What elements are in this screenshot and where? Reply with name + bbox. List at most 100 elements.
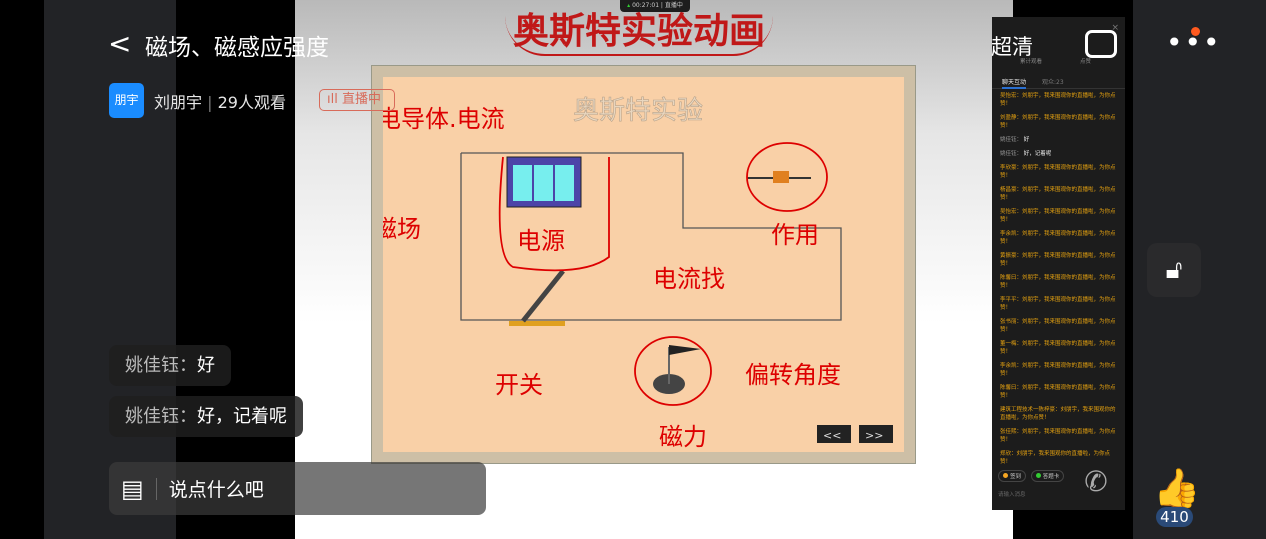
back-button[interactable]: < [108,27,132,60]
picture-in-picture-icon[interactable] [1085,30,1117,58]
timer-status: 直播中 [664,2,683,9]
chat-message: 杨昌豪：刘朋宇，我来围观你的直播啦，为你点赞！ [992,183,1125,205]
chat-message: 郑欣：刘朋宇，我来围观你的直播啦，为你点赞！ [992,447,1125,469]
host-avatar[interactable]: 朋宇 [109,83,144,118]
signin-chip[interactable]: 签到 [998,470,1027,482]
note-magnetic-field: 磁场 [383,215,421,243]
slide-title: 奥斯特实验 [573,96,703,126]
host-name: 刘朋宇 [154,93,203,112]
chat-author: 李余凯 [1000,231,1017,237]
chat-message: 刘盈静：刘朋宇，我来围观你的直播啦，为你点赞！ [992,111,1125,133]
like-count: 410 [1156,507,1193,527]
note-current-find: 电流找 [653,265,725,293]
chat-text: ：刘朋宇，我来围观你的直播啦，为你点赞！ [1000,93,1116,107]
chat-author: 姚佳钰 [1000,151,1017,157]
note-power: 电源 [517,227,565,255]
chat-text: ：刘朋宇，我来围观你的直播啦，为你点赞！ [1000,363,1116,377]
chat-message: 吴怡宏：刘朋宇，我来围观你的直播啦，为你点赞！ [992,89,1125,111]
chat-text: ：刘朋宇，我来围观你的直播啦，为你点赞！ [1000,209,1116,223]
message-list[interactable]: 吴怡宏：刘朋宇，我来围观你的直播啦，为你点赞！刘盈静：刘朋宇，我来围观你的直播啦… [992,89,1125,469]
chat-text: 好，记着呢 [1023,151,1052,157]
chat-author: 李欣豪 [1000,165,1017,171]
note-deflection: 偏转角度 [745,361,841,389]
chat-author: 郑欣 [1000,451,1012,457]
switch [509,269,565,326]
notification-dot [1191,27,1200,36]
chat-author: 刘盈静 [1000,115,1017,121]
chat-author: 李余凯 [1000,363,1017,369]
chat-message: 黄振豪：刘朋宇，我来围观你的直播啦，为你点赞！ [992,249,1125,271]
chat-message: 姚佳钰： 好，记着呢 [1000,151,1052,157]
chat-message: 建筑工程技术一陈梓豪：刘朋宇，我来围观你的直播啦，为你点赞！ [992,403,1125,425]
chat-message: 李余凯：刘朋宇，我来围观你的直播啦，为你点赞！ [992,359,1125,381]
call-icon[interactable]: ✆ [1084,465,1108,498]
slide: 奥斯特实验 << >> 通电导体.电流 磁场 电源 作用 电流找 开关 偏转角度… [371,65,916,464]
chat-author: 张佳熙 [1000,429,1017,435]
chat-author: 董一梅 [1000,341,1017,347]
chat-author: 陈馨曰 [1000,385,1017,391]
chat-author: 吴怡宏 [1000,93,1017,99]
like-button[interactable]: 👍 [1153,466,1201,510]
note-switch: 开关 [495,371,543,399]
stream-timer: ▴ 00:27:01 | 直播中 [620,0,690,12]
chat-message: 董一梅：刘朋宇，我来围观你的直播啦，为你点赞！ [992,337,1125,359]
comment-placeholder: 说点什么吧 [168,479,264,501]
svg-text:>>: >> [865,429,883,442]
stat-total-views: 累计观看 [1020,59,1043,65]
comment-author: 姚佳钰 [125,355,179,376]
svg-text:<<: << [823,429,841,442]
chat-text: ：刘朋宇，我来围观你的直播啦，为你点赞！ [1000,451,1111,465]
live-label: 直播中 [341,92,381,107]
tab-audience[interactable]: 观众:23 [1042,79,1064,86]
annotation-strokes [498,142,828,406]
answer-card-chip[interactable]: 答题卡 [1030,470,1065,482]
chat-text: ：刘朋宇，我来围观你的直播啦，为你点赞！ [1000,297,1116,311]
viewer-count: 29人观看 [217,93,286,112]
chat-author: 杨昌豪 [1000,187,1017,193]
chat-text: ：刘朋宇，我来围观你的直播啦，为你点赞！ [1000,165,1116,179]
chat-text: ：刘朋宇，我来围观你的直播啦，为你点赞！ [1000,429,1116,443]
panel-input[interactable]: 请输入消息 [998,492,1026,498]
handwriting: 通电导体.电流 磁场 电源 作用 电流找 开关 偏转角度 磁力 [383,105,841,451]
annotation-title: 奥斯特实验动画 [505,2,774,56]
chat-message: 张书丽：刘朋宇，我来围观你的直播啦，为你点赞！ [992,315,1125,337]
close-icon[interactable]: × [1111,23,1119,33]
comment-input[interactable]: ▤ 说点什么吧 [109,462,486,515]
slide-drawing: 奥斯特实验 << >> 通电导体.电流 磁场 电源 作用 电流找 开关 偏转角度… [383,96,893,451]
live-badge: ıll 直播中 [319,89,395,111]
comment-text: 好 [197,355,215,376]
unlock-rotation-icon[interactable]: 🔓︎ [1147,243,1201,297]
comment-author: 姚佳钰 [125,406,179,427]
host-info: 刘朋宇 | 29人观看 [154,93,286,112]
chat-text: ：刘朋宇，我来围观你的直播啦，为你点赞！ [1000,407,1116,421]
chat-message: 李余凯：刘朋宇，我来围观你的直播啦，为你点赞！ [992,227,1125,249]
quality-button[interactable]: 超清 [991,35,1033,59]
comment-bubble: 姚佳钰：好，记着呢 [109,396,303,437]
chat-text: ：刘朋宇，我来围观你的直播啦，为你点赞！ [1000,385,1116,399]
chat-panel: × 累计观看 点赞 聊天互动观众:23 吴怡宏：刘朋宇，我来围观你的直播啦，为你… [992,17,1125,510]
panel-footer: 签到 答题卡 请输入消息 [992,466,1125,510]
note-current: 通电导体.电流 [383,105,505,133]
chat-text: ：刘朋宇，我来围观你的直播啦，为你点赞！ [1000,341,1116,355]
chat-author: 姚佳钰 [1000,137,1017,143]
chat-author: 陈馨曰 [1000,275,1017,281]
timer-time: 00:27:01 [632,2,660,9]
chat-message: 陈馨曰：刘朋宇，我来围观你的直播啦，为你点赞！ [992,271,1125,293]
chat-author: 吴怡宏 [1000,209,1017,215]
chat-text: 好 [1023,137,1030,143]
chat-message: 李欣豪：刘朋宇，我来围观你的直播啦，为你点赞！ [992,161,1125,183]
chat-text: ：刘朋宇，我来围观你的直播啦，为你点赞！ [1000,231,1116,245]
checklist-icon[interactable]: ▤ [121,474,144,503]
chat-text: ：刘朋宇，我来围观你的直播啦，为你点赞！ [1000,319,1116,333]
nav-buttons[interactable]: << >> [817,425,893,443]
live-bars-icon: ıll [327,92,342,107]
left-backdrop [44,0,176,539]
comment-text: 好，记着呢 [197,406,287,427]
stat-likes: 点赞 [1080,59,1092,65]
chat-author: 张书丽 [1000,319,1017,325]
tab-chat[interactable]: 聊天互动 [1002,75,1027,89]
chat-author: 建筑工程技术一陈梓豪 [1000,407,1056,413]
chat-message: 李平平：刘朋宇，我来围观你的直播啦，为你点赞！ [992,293,1125,315]
chat-author: 李平平 [1000,297,1017,303]
battery [506,156,582,208]
